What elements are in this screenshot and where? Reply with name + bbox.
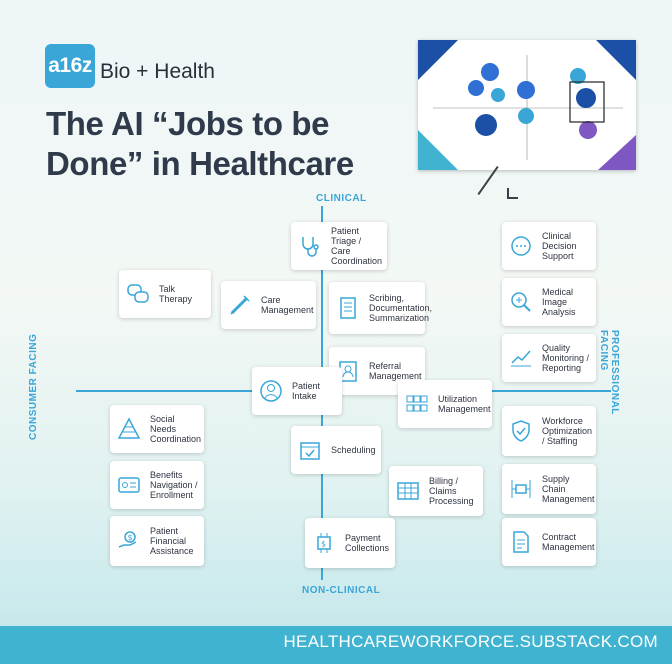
id-card-icon <box>116 472 142 498</box>
card-label: Talk Therapy <box>159 284 193 304</box>
supply-chain-icon <box>508 476 534 502</box>
checklist-icon <box>404 391 430 417</box>
line-chart-icon <box>508 345 534 371</box>
axis-label-clinical: CLINICAL <box>316 193 367 204</box>
card-contract-management: Contract Management <box>502 518 596 566</box>
calendar-check-icon <box>297 437 323 463</box>
card-label: Payment Collections <box>345 533 390 553</box>
axis-label-non-clinical: NON-CLINICAL <box>302 585 381 596</box>
card-label: Scribing, Documentation, Summarization <box>369 293 433 323</box>
card-label: Quality Monitoring / Reporting <box>542 343 590 373</box>
card-benefits-navigation: Benefits Navigation / Enrollment <box>110 461 204 509</box>
card-payment-collections: $ Payment Collections <box>305 518 395 568</box>
card-patient-financial-assistance: $ Patient Financial Assistance <box>110 516 204 566</box>
chip-icon: $ <box>311 530 337 556</box>
card-scheduling: Scheduling <box>291 426 381 474</box>
card-label: Supply Chain Management <box>542 474 595 504</box>
magnifier-plus-icon <box>508 289 534 315</box>
stethoscope-icon <box>297 233 323 259</box>
card-label: Referral Management <box>369 361 422 381</box>
card-label: Medical Image Analysis <box>542 287 576 317</box>
card-supply-chain: Supply Chain Management <box>502 464 596 514</box>
card-label: Utilization Management <box>438 394 491 414</box>
card-care-management: Care Management <box>221 281 316 329</box>
brand-name: Bio + Health <box>100 60 215 83</box>
footer-bar <box>0 626 672 664</box>
syringe-icon <box>227 292 253 318</box>
chat-dots-icon <box>508 233 534 259</box>
card-label: Billing / Claims Processing <box>429 476 474 506</box>
axis-label-consumer-facing: CONSUMER FACING <box>28 333 39 440</box>
card-quality-monitoring: Quality Monitoring / Reporting <box>502 334 596 382</box>
a16z-logo: a16z <box>45 44 95 88</box>
framework-thumbnail <box>418 40 636 170</box>
card-billing-claims: Billing / Claims Processing <box>389 466 483 516</box>
contract-document-icon <box>508 529 534 555</box>
card-label: Scheduling <box>331 445 376 455</box>
svg-text:$: $ <box>321 540 326 549</box>
card-label: Patient Intake <box>292 381 321 401</box>
person-circle-icon <box>258 378 284 404</box>
card-medical-image-analysis: Medical Image Analysis <box>502 278 596 326</box>
card-label: Contract Management <box>542 532 595 552</box>
hand-money-icon: $ <box>116 528 142 554</box>
axis-label-professional-facing: PROFESSIONAL FACING <box>598 330 620 415</box>
pointer-arrow <box>477 166 499 195</box>
card-patient-intake: Patient Intake <box>252 367 342 415</box>
card-label: Patient Financial Assistance <box>150 526 194 556</box>
shield-check-icon <box>508 418 534 444</box>
card-patient-triage: Patient Triage / Care Coordination <box>291 222 387 270</box>
arrow-head-icon <box>507 188 518 199</box>
card-label: Patient Triage / Care Coordination <box>331 226 383 266</box>
card-label: Workforce Optimization / Staffing <box>542 416 593 446</box>
card-label: Care Management <box>261 295 314 315</box>
svg-text:$: $ <box>128 533 133 542</box>
card-label: Social Needs Coordination <box>150 414 202 444</box>
card-scribing: Scribing, Documentation, Summarization <box>329 282 432 334</box>
card-social-needs: Social Needs Coordination <box>110 405 204 453</box>
card-talk-therapy: Talk Therapy <box>119 270 211 318</box>
document-icon <box>335 295 361 321</box>
card-label: Clinical Decision Support <box>542 231 577 261</box>
card-utilization-management: Utilization Management <box>398 380 492 428</box>
card-clinical-decision-support: Clinical Decision Support <box>502 222 596 270</box>
chat-bubbles-icon <box>125 281 151 307</box>
pyramid-icon <box>116 416 142 442</box>
card-label: Benefits Navigation / Enrollment <box>150 470 198 500</box>
page-title: The AI “Jobs to be Done” in Healthcare <box>46 105 354 182</box>
grid-table-icon <box>395 478 421 504</box>
card-workforce-optimization: Workforce Optimization / Staffing <box>502 406 596 456</box>
footer-url[interactable]: HEALTHCAREWORKFORCE.SUBSTACK.COM <box>283 632 658 651</box>
